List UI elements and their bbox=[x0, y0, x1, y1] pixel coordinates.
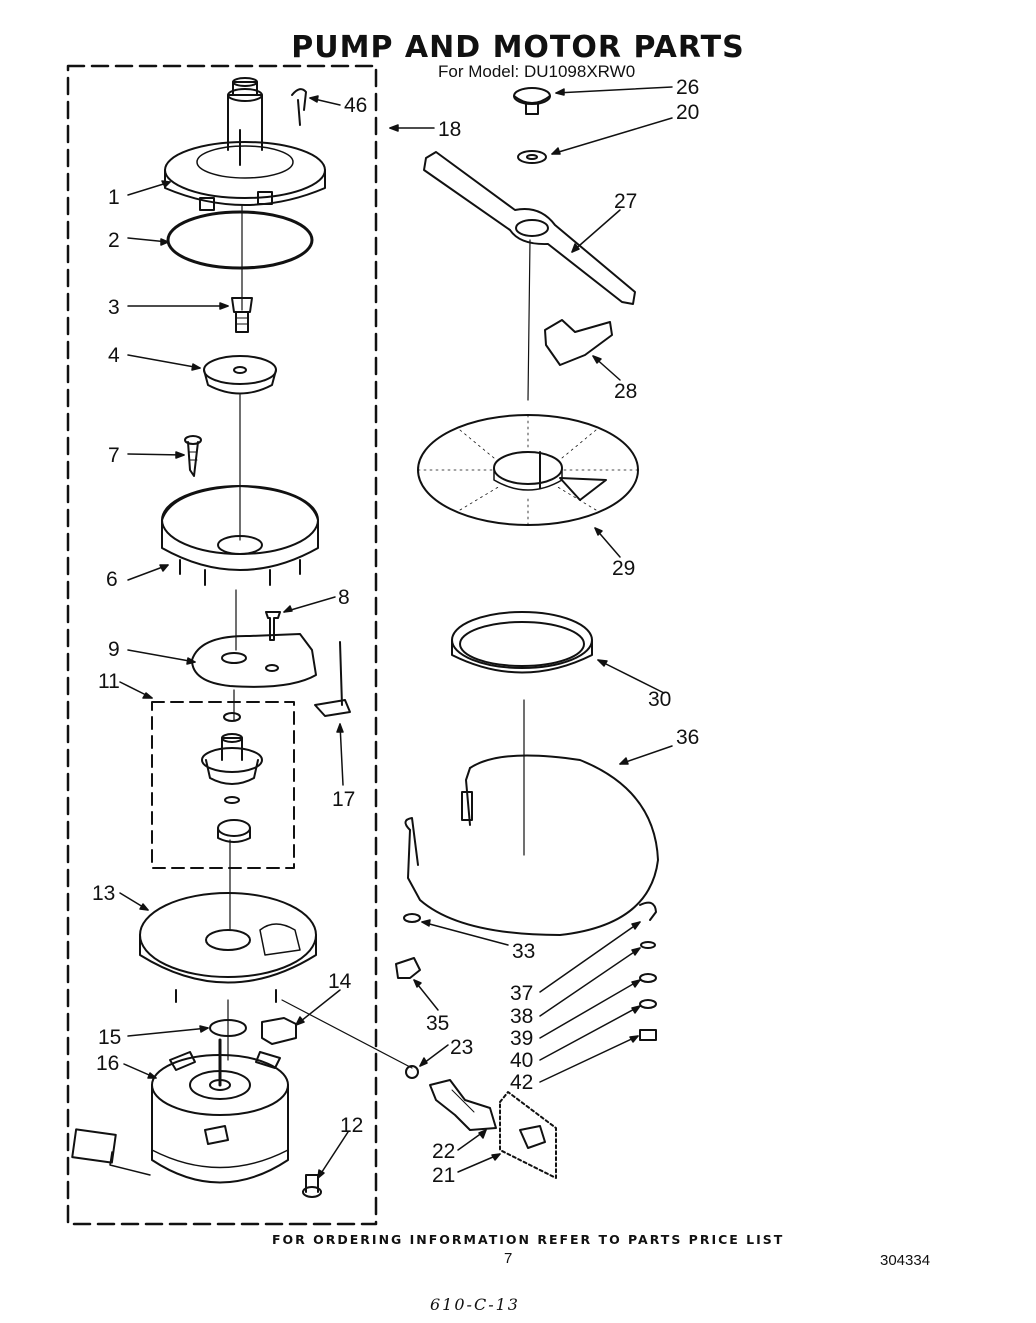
callout-46: 46 bbox=[344, 94, 367, 117]
spray-arm-cap bbox=[513, 87, 551, 115]
callout-8: 8 bbox=[338, 586, 350, 609]
callout-18: 18 bbox=[438, 118, 461, 141]
sump-ring bbox=[451, 611, 593, 674]
handwritten-note: 610-C-13 bbox=[430, 1295, 520, 1314]
callout-17: 17 bbox=[332, 788, 355, 811]
impeller-kit-dashed-box bbox=[151, 701, 295, 869]
callout-42: 42 bbox=[510, 1071, 533, 1094]
ordering-note: FOR ORDERING INFORMATION REFER TO PARTS … bbox=[272, 1232, 785, 1247]
callout-28: 28 bbox=[614, 380, 637, 403]
callout-14: 14 bbox=[328, 970, 352, 993]
mounting-bracket bbox=[499, 1091, 557, 1179]
page-number: 7 bbox=[504, 1250, 513, 1267]
callout-7: 7 bbox=[108, 444, 120, 467]
lower-spray-arm bbox=[423, 151, 636, 401]
callout-15: 15 bbox=[98, 1026, 121, 1049]
heater-element bbox=[404, 754, 659, 936]
callout-33: 33 bbox=[512, 940, 535, 963]
clip-46 bbox=[291, 88, 307, 126]
callout-27: 27 bbox=[614, 190, 637, 213]
callout-29: 29 bbox=[612, 557, 635, 580]
callout-37: 37 bbox=[510, 982, 533, 1005]
callout-11: 11 bbox=[98, 670, 120, 693]
callout-26: 26 bbox=[676, 76, 699, 99]
callout-12: 12 bbox=[340, 1114, 363, 1137]
motor-mount-plate bbox=[139, 892, 317, 1003]
o-ring-gasket bbox=[166, 210, 314, 270]
callout-3: 3 bbox=[108, 296, 120, 319]
seal-o-ring-23 bbox=[405, 1065, 419, 1079]
callout-2: 2 bbox=[108, 229, 120, 252]
callout-4: 4 bbox=[108, 344, 120, 367]
document-number: 304334 bbox=[880, 1252, 931, 1269]
seal-cup bbox=[203, 355, 277, 395]
callout-40: 40 bbox=[510, 1049, 533, 1072]
pump-base-housing bbox=[161, 485, 319, 586]
callout-39: 39 bbox=[510, 1027, 533, 1050]
callout-1: 1 bbox=[108, 186, 120, 209]
screw-7 bbox=[184, 435, 202, 477]
diagram-title: PUMP AND MOTOR PARTS bbox=[291, 30, 745, 65]
callout-30: 30 bbox=[648, 688, 671, 711]
bolt-3 bbox=[231, 297, 253, 333]
motor-washer bbox=[209, 1019, 247, 1037]
filter-screen bbox=[417, 414, 639, 526]
callout-20: 20 bbox=[676, 101, 699, 124]
callout-22: 22 bbox=[432, 1140, 455, 1163]
callout-38: 38 bbox=[510, 1005, 533, 1028]
spray-arm-washer bbox=[517, 150, 547, 164]
thermostat-sensor bbox=[429, 1079, 497, 1131]
pin-17 bbox=[314, 641, 351, 717]
pump-housing-top bbox=[164, 77, 326, 211]
callout-9: 9 bbox=[108, 638, 120, 661]
callout-16: 16 bbox=[96, 1052, 119, 1075]
callout-21: 21 bbox=[432, 1164, 455, 1187]
drive-motor bbox=[71, 1038, 289, 1184]
screw-12 bbox=[302, 1174, 322, 1198]
damper-block bbox=[261, 1017, 297, 1045]
heater-nut-33 bbox=[403, 913, 421, 923]
screw-8 bbox=[265, 611, 281, 641]
callout-23: 23 bbox=[450, 1036, 473, 1059]
bracket-28 bbox=[544, 319, 613, 366]
motor-assembly-dashed-box bbox=[66, 64, 378, 1226]
mount-plate bbox=[191, 633, 317, 688]
callout-6: 6 bbox=[106, 568, 118, 591]
impeller bbox=[201, 712, 263, 843]
terminal-hardware-stack bbox=[639, 901, 657, 1041]
callout-13: 13 bbox=[92, 882, 115, 905]
retainer-clip-35 bbox=[395, 957, 421, 979]
callout-35: 35 bbox=[426, 1012, 449, 1035]
model-line: For Model: DU1098XRW0 bbox=[438, 62, 636, 81]
callout-36: 36 bbox=[676, 726, 699, 749]
